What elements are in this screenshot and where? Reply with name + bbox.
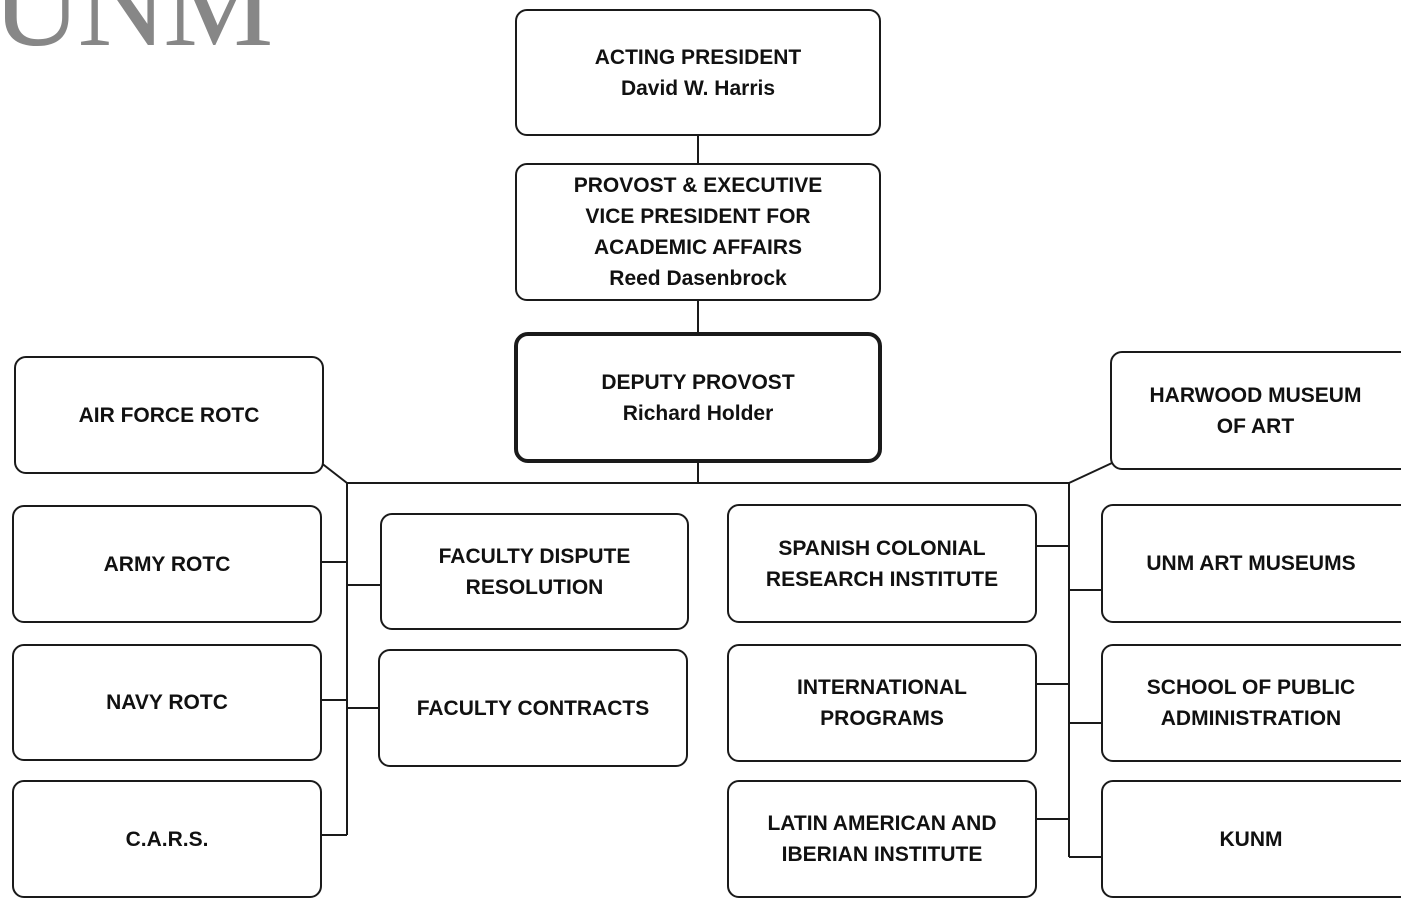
army-rotc-box: ARMY ROTC (12, 505, 322, 623)
air-force-rotc-box: AIR FORCE ROTC (14, 356, 324, 474)
box-label-line: SCHOOL OF PUBLIC (1146, 676, 1356, 699)
box-title-line: VICE PRESIDENT FOR (585, 205, 811, 228)
box-label: UNM ART MUSEUMS (1146, 552, 1356, 575)
box-label-line: IBERIAN INSTITUTE (781, 843, 983, 866)
provost-box: PROVOST & EXECUTIVE VICE PRESIDENT FOR A… (515, 163, 881, 301)
box-person-name: David W. Harris (620, 76, 776, 100)
box-label-line: OF ART (1216, 414, 1295, 438)
faculty-contracts-box: FACULTY CONTRACTS (378, 649, 688, 767)
latin-american-iberian-institute-box: LATIN AMERICAN AND IBERIAN INSTITUTE (727, 780, 1037, 898)
kunm-box: KUNM (1101, 780, 1401, 898)
box-title: DEPUTY PROVOST (601, 370, 795, 394)
box-label: KUNM (1219, 827, 1283, 851)
spanish-colonial-research-institute-box: SPANISH COLONIAL RESEARCH INSTITUTE (727, 504, 1037, 623)
navy-rotc-box: NAVY ROTC (12, 644, 322, 761)
cars-box: C.A.R.S. (12, 780, 322, 898)
unm-logo: UNM (0, 0, 273, 72)
connector-harwood (1068, 462, 1113, 484)
box-title-line: ACADEMIC AFFAIRS (593, 236, 803, 259)
box-label: ARMY ROTC (103, 552, 231, 576)
box-label-line: LATIN AMERICAN AND (767, 812, 997, 835)
connector-air-force (319, 461, 348, 484)
school-of-public-administration-box: SCHOOL OF PUBLIC ADMINISTRATION (1101, 644, 1401, 762)
box-label-line: RESEARCH INSTITUTE (765, 567, 999, 591)
faculty-dispute-resolution-box: FACULTY DISPUTE RESOLUTION (380, 513, 689, 630)
international-programs-box: INTERNATIONAL PROGRAMS (727, 644, 1037, 762)
box-label: C.A.R.S. (125, 827, 209, 851)
box-label-line: HARWOOD MUSEUM (1149, 383, 1362, 407)
box-title-line: PROVOST & EXECUTIVE (573, 174, 823, 197)
box-label-line: FACULTY DISPUTE (438, 544, 631, 568)
box-label-line: RESOLUTION (465, 575, 604, 599)
box-title: ACTING PRESIDENT (594, 45, 802, 69)
box-label-line: ADMINISTRATION (1160, 707, 1342, 730)
box-label: FACULTY CONTRACTS (416, 696, 650, 720)
unm-art-museums-box: UNM ART MUSEUMS (1101, 504, 1401, 623)
box-label-line: SPANISH COLONIAL (778, 536, 986, 560)
harwood-museum-box: HARWOOD MUSEUM OF ART (1110, 351, 1401, 470)
box-label: NAVY ROTC (106, 691, 228, 714)
box-person-name: Reed Dasenbrock (609, 267, 787, 290)
acting-president-box: ACTING PRESIDENT David W. Harris (515, 9, 881, 136)
box-label: AIR FORCE ROTC (78, 403, 260, 427)
deputy-provost-box: DEPUTY PROVOST Richard Holder (514, 332, 882, 463)
box-person-name: Richard Holder (622, 401, 774, 425)
box-label-line: PROGRAMS (820, 707, 944, 730)
box-label-line: INTERNATIONAL (797, 676, 967, 699)
